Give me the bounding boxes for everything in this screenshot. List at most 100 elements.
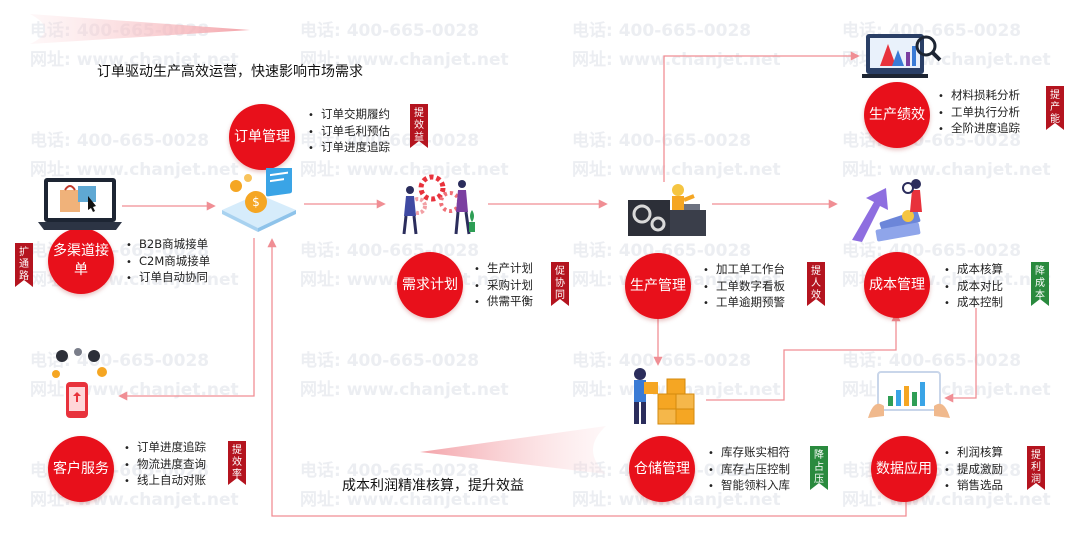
analytics-dashboard-icon [862,34,942,78]
node-label: 成本管理 [869,276,925,293]
planning-team-icon [402,174,475,235]
list-item: 全阶进度追踪 [938,121,1020,138]
node-production-performance: 生产绩效 [864,82,930,148]
node-label: 客户服务 [53,460,109,477]
node-data-application: 数据应用 [871,436,937,502]
data-bullets: 利润核算 提成激励 销售选品 [944,445,1003,495]
list-item: 提成激励 [944,462,1003,479]
production-bullets: 加工单工作台 工单数字看板 工单逾期预警 [703,262,785,312]
node-multichannel-orders: 多渠道接单 [48,228,114,294]
service-bullets: 订单进度追踪 物流进度查询 线上自动对账 [124,440,206,490]
list-item: 利润核算 [944,445,1003,462]
watermark-phone: 电话: 400-665-0028 [300,21,480,41]
list-item: 成本核算 [944,262,1003,279]
watermark-site: 网址: www.chanjet.net [572,490,781,510]
tag-production: 提人效 [807,262,825,306]
list-item: 工单执行分析 [938,105,1020,122]
watermark-phone: 电话: 400-665-0028 [30,131,210,151]
customer-service-phone-icon [52,348,107,418]
watermark-site: 网址: www.chanjet.net [300,160,509,180]
node-demand-planning: 需求计划 [397,252,463,318]
payment-platform-icon: $ [222,168,296,232]
footer-swoosh-arrow [420,426,606,474]
watermark-phone: 电话: 400-665-0028 [300,351,480,371]
node-label: 仓储管理 [634,460,690,477]
list-item: 成本控制 [944,295,1003,312]
list-item: 订单交期履约 [308,107,390,124]
list-item: 库存占压控制 [708,462,790,479]
arrow-production-to-performance [663,51,860,182]
tag-service: 提效率 [228,441,246,485]
demand-bullets: 生产计划 采购计划 供需平衡 [474,261,533,311]
order-bullets: 订单交期履约 订单毛利预估 订单进度追踪 [308,107,390,157]
tag-order: 提效益 [410,104,428,148]
header-caption: 订单驱动生产高效运营，快速影响市场需求 [97,64,363,80]
watermark-phone: 电话: 400-665-0028 [30,351,210,371]
node-label: 多渠道接单 [53,243,109,278]
list-item: 加工单工作台 [703,262,785,279]
performance-bullets: 材料损耗分析 工单执行分析 全阶进度追踪 [938,88,1020,138]
watermark-site: 网址: www.chanjet.net [300,490,509,510]
footer-caption: 成本利润精准核算，提升效益 [342,478,524,494]
arrow-cost-to-data [944,308,977,403]
node-production-management: 生产管理 [625,253,691,319]
watermark-site: 网址: www.chanjet.net [30,160,239,180]
list-item: 物流进度查询 [124,457,206,474]
watermark-site: 网址: www.chanjet.net [300,380,509,400]
list-item: 订单毛利预估 [308,124,390,141]
watermark-site: 网址: www.chanjet.net [30,50,239,70]
tag-cost: 降成本 [1031,262,1049,306]
node-cost-management: 成本管理 [864,252,930,318]
node-label: 数据应用 [876,460,932,477]
watermark-phone: 电话: 400-665-0028 [300,461,480,481]
tag-demand: 促协同 [551,262,569,306]
list-item: 智能领料入库 [708,478,790,495]
list-item: 采购计划 [474,278,533,295]
watermark-site: 网址: www.chanjet.net [572,50,781,70]
svg-text:$: $ [252,195,260,209]
warehouse-boxes-icon [634,368,695,425]
arrow-warehouse-to-cost [706,312,901,401]
list-item: 订单进度追踪 [124,440,206,457]
arrow-order-to-service [118,238,255,401]
list-item: 供需平衡 [474,294,533,311]
list-item: 销售选品 [944,478,1003,495]
tag-channel: 扩通路 [15,243,33,287]
node-label: 生产绩效 [869,106,925,123]
node-warehouse-management: 仓储管理 [629,436,695,502]
node-label: 生产管理 [630,277,686,294]
production-machine-icon [628,184,706,236]
watermark-site: 网址: www.chanjet.net [842,160,1051,180]
list-item: 成本对比 [944,279,1003,296]
cost-bullets: 成本核算 成本对比 成本控制 [944,262,1003,312]
watermark-phone: 电话: 400-665-0028 [572,21,752,41]
header-swoosh-arrow [30,14,250,44]
data-tablet-icon [868,371,950,418]
watermark-site: 网址: www.chanjet.net [572,160,781,180]
list-item: 工单数字看板 [703,279,785,296]
list-item: 订单自动协同 [126,270,210,287]
cost-money-icon [852,179,922,242]
watermark-site: 网址: www.chanjet.net [300,50,509,70]
list-item: 线上自动对账 [124,473,206,490]
tag-warehouse: 降占压 [810,446,828,490]
watermark-phone: 电话: 400-665-0028 [572,131,752,151]
tag-performance: 提产能 [1046,86,1064,130]
arrow-data-feedback [267,238,907,517]
list-item: 订单进度追踪 [308,140,390,157]
node-customer-service: 客户服务 [48,436,114,502]
channel-bullets: B2B商城接单 C2M商城接单 订单自动协同 [126,237,210,287]
node-order-management: 订单管理 [229,104,295,170]
list-item: 工单逾期预警 [703,295,785,312]
laptop-shopping-icon [38,178,122,230]
list-item: 库存账实相符 [708,445,790,462]
list-item: 材料损耗分析 [938,88,1020,105]
list-item: 生产计划 [474,261,533,278]
list-item: B2B商城接单 [126,237,210,254]
watermark-phone: 电话: 400-665-0028 [572,241,752,261]
tag-data: 提利润 [1027,446,1045,490]
warehouse-bullets: 库存账实相符 库存占压控制 智能领料入库 [708,445,790,495]
node-label: 订单管理 [234,128,290,145]
